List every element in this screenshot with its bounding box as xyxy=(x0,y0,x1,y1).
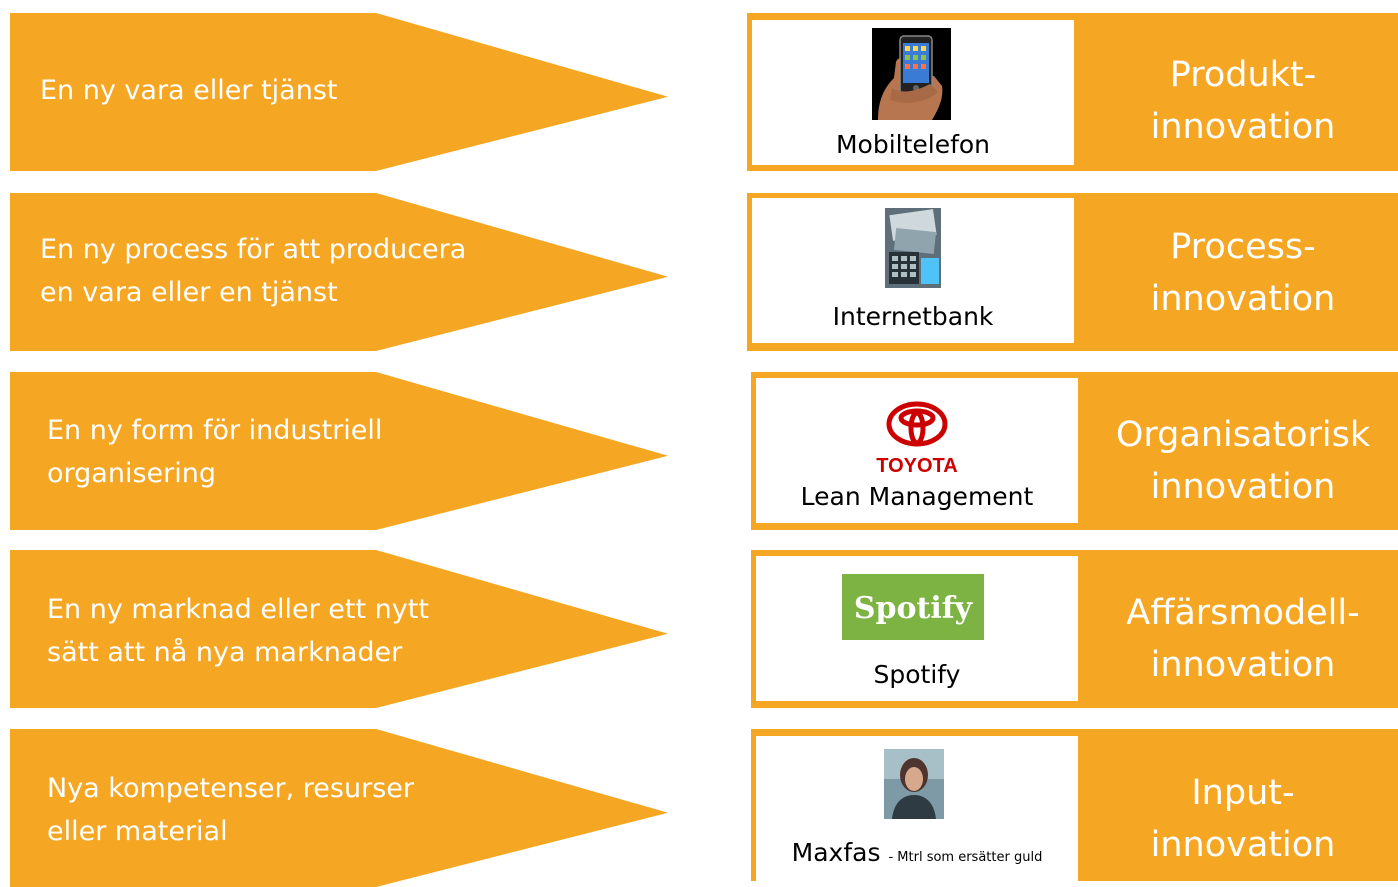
example-subtitle: - Mtrl som ersätter guld xyxy=(888,850,1043,865)
example-label: Mobiltelefon xyxy=(835,130,991,159)
example-title: Maxfas xyxy=(791,838,881,867)
example-card: Mobiltelefon xyxy=(752,20,1074,165)
example-card: Maxfas - Mtrl som ersätter guld xyxy=(756,736,1078,881)
example-label: Internetbank xyxy=(832,302,994,331)
spotify-logo: Spotify xyxy=(842,574,984,640)
innovation-row-organisational: En ny form för industriell organisering … xyxy=(0,372,1398,532)
innovation-row-business-model: En ny marknad eller ett nytt sätt att nå… xyxy=(0,550,1398,710)
description-text: En ny form för industriell organisering xyxy=(47,415,383,489)
bank-cards-calculator-icon xyxy=(885,208,941,288)
category-label: Process- innovation xyxy=(1150,227,1336,319)
innovation-row-input: Nya kompetenser, resurser eller material… xyxy=(0,729,1398,887)
category-label: Affärsmodell- innovation xyxy=(1126,593,1360,685)
example-label: Spotify xyxy=(873,660,961,689)
category-label: Produkt- innovation xyxy=(1150,55,1336,147)
example-card: TOYOTA Lean Management xyxy=(756,378,1078,523)
example-label: Lean Management xyxy=(800,482,1034,511)
description-text: Nya kompetenser, resurser eller material xyxy=(47,773,414,847)
innovation-row-product: En ny vara eller tjänst Mobiltelefon Pro… xyxy=(0,13,1398,173)
toyota-logo-text: TOYOTA xyxy=(876,455,957,476)
example-card: Spotify Spotify xyxy=(756,556,1078,701)
innovation-row-process: En ny process för att producera en vara … xyxy=(0,193,1398,353)
category-label: Organisatorisk innovation xyxy=(1115,415,1371,507)
example-label: Maxfas - Mtrl som ersätter guld xyxy=(756,838,1078,867)
description-text: En ny process för att producera en vara … xyxy=(40,234,467,308)
toyota-logo: TOYOTA xyxy=(876,401,958,476)
phone-in-hand-icon xyxy=(872,28,951,120)
person-portrait-icon xyxy=(884,749,944,819)
description-text: En ny marknad eller ett nytt sätt att nå… xyxy=(47,594,429,668)
category-label: Input- innovation xyxy=(1150,773,1336,865)
example-card: Internetbank xyxy=(752,198,1074,343)
description-text: En ny vara eller tjänst xyxy=(40,75,338,106)
spotify-logo-text: Spotify xyxy=(854,591,974,626)
